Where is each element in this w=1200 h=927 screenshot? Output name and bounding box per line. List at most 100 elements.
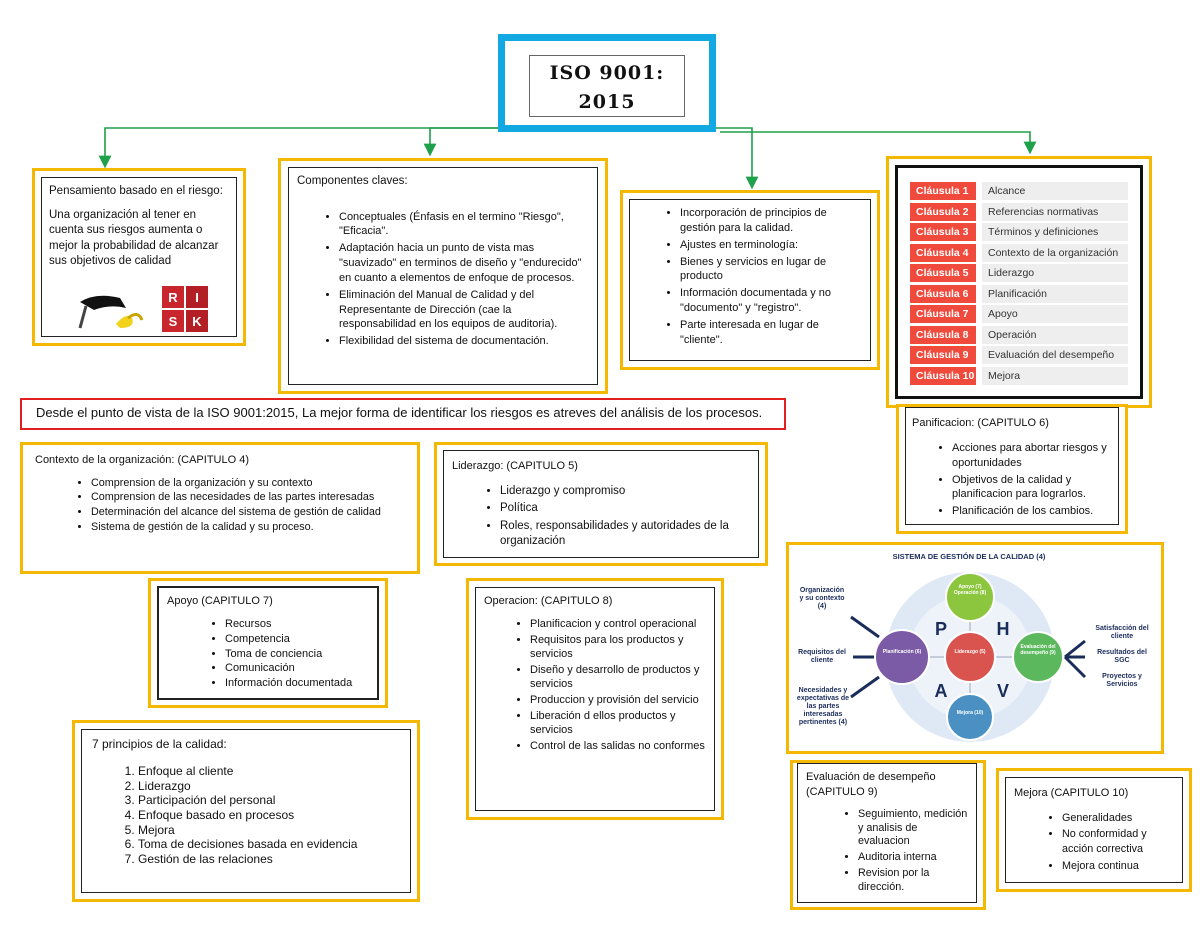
support-inner: Apoyo (CAPITULO 7) Recursos Competencia … <box>157 586 379 700</box>
operation-item: Requisitos para los productos y servicio… <box>530 633 706 661</box>
support-item: Competencia <box>225 632 369 647</box>
planning-item: Acciones para abortar riesgos y oportuni… <box>952 441 1112 471</box>
clause-name: Referencias normativas <box>982 202 1128 221</box>
change-item: Parte interesada en lugar de "cliente". <box>680 318 864 348</box>
support-heading: Apoyo (CAPITULO 7) <box>167 595 273 607</box>
key-components-inner: Componentes claves: Conceptuales (Énfasi… <box>288 167 598 385</box>
clause-name: Contexto de la organización <box>982 243 1128 262</box>
support-item: Recursos <box>225 617 369 632</box>
risk-body: Una organización al tener en cuenta sus … <box>49 208 219 268</box>
risk-letter-r: R <box>168 290 178 305</box>
quality-principles-box: 7 principios de la calidad: Enfoque al c… <box>72 720 420 902</box>
risk-dice-icon: R I S K <box>162 286 208 332</box>
operation-item: Control de las salidas no conformes <box>530 739 706 753</box>
evaluation-item: Seguimiento, medición y analisis de eval… <box>858 808 968 849</box>
clause-name: Evaluación del desempeño <box>982 346 1128 364</box>
planning-box: Panificacion: (CAPITULO 6) Acciones para… <box>896 404 1128 534</box>
clause-tag: Cláusula 1 <box>910 182 976 200</box>
pdca-letter-v: V <box>997 681 1009 701</box>
evaluation-heading: Evaluación de desempeño (CAPITULO 9) <box>806 771 936 798</box>
node-evaluacion <box>1012 631 1064 683</box>
pdca-letter-h: H <box>997 619 1010 639</box>
improvement-item: Mejora continua <box>1062 859 1174 874</box>
clause-tag: Cláusula 3 <box>910 223 976 241</box>
improvement-item: No conformidad y acción correctiva <box>1062 827 1174 856</box>
principle-item: Liderazgo <box>138 779 400 794</box>
operation-item: Produccion y provisión del servicio <box>530 693 706 707</box>
principle-item: Participación del personal <box>138 793 400 808</box>
change-item: Información documentada y no "documento"… <box>680 286 864 316</box>
node-liderazgo <box>944 631 996 683</box>
input-label: Requisitos del cliente <box>798 649 846 665</box>
node-planificacion <box>874 629 930 685</box>
terminology-changes-box: Incorporación de principios de gestión p… <box>620 190 880 370</box>
leadership-box: Liderazgo: (CAPITULO 5) Liderazgo y comp… <box>434 442 768 566</box>
improvement-item: Generalidades <box>1062 811 1174 826</box>
components-heading: Componentes claves: <box>297 175 408 187</box>
clause-tag: Cláusula 9 <box>910 346 976 364</box>
qms-title: SISTEMA DE GESTIÓN DE LA CALIDAD (4) <box>893 552 1046 561</box>
terminology-changes-inner: Incorporación de principios de gestión p… <box>629 199 871 361</box>
input-label: Necesidades y expectativas de las partes… <box>796 687 850 727</box>
context-item: Comprension de las necesidades de las pa… <box>91 490 405 505</box>
leadership-item: Política <box>500 501 750 517</box>
node-label-bottom: Mejora (10) <box>956 710 984 716</box>
risk-letter-k: K <box>192 314 202 329</box>
principles-heading: 7 principios de la calidad: <box>92 737 227 751</box>
node-label-top: Apoyo (7) Operación (8) <box>953 584 987 596</box>
pdca-letter-a: A <box>935 681 948 701</box>
planning-heading: Panificacion: (CAPITULO 6) <box>912 417 1049 429</box>
risk-letter-s: S <box>169 314 178 329</box>
node-label-left: Planificación (6) <box>882 649 922 655</box>
risk-thinking-box: Pensamiento basado en el riesgo: Una org… <box>32 168 246 346</box>
qms-diagram-box: SISTEMA DE GESTIÓN DE LA CALIDAD (4) P H… <box>786 542 1164 754</box>
leadership-heading: Liderazgo: (CAPITULO 5) <box>452 460 578 472</box>
node-mejora <box>946 693 994 741</box>
clause-tag: Cláusula 4 <box>910 243 976 262</box>
evaluation-box: Evaluación de desempeño (CAPITULO 9) Seg… <box>790 760 986 910</box>
support-box: Apoyo (CAPITULO 7) Recursos Competencia … <box>148 578 388 708</box>
evaluation-inner: Evaluación de desempeño (CAPITULO 9) Seg… <box>797 763 977 903</box>
title-box: ISO 9001: 2015 <box>498 34 716 132</box>
support-item: Información documentada <box>225 676 369 691</box>
clause-tag: Cláusula 6 <box>910 284 976 303</box>
title-line-2: 2015 <box>578 91 636 113</box>
operation-box: Operacion: (CAPITULO 8) Planificacion y … <box>466 578 724 820</box>
clause-name: Planificación <box>982 284 1128 303</box>
operation-heading: Operacion: (CAPITULO 8) <box>484 595 613 607</box>
node-label-center: Liderazgo (5) <box>954 649 986 655</box>
clause-name: Liderazgo <box>982 264 1128 282</box>
leadership-inner: Liderazgo: (CAPITULO 5) Liderazgo y comp… <box>443 450 759 558</box>
node-label-right: Evaluación del desempeño (9) <box>1020 644 1056 656</box>
risk-banner: Desde el punto de vista de la ISO 9001:2… <box>20 398 786 430</box>
operation-item: Planificacion y control operacional <box>530 617 706 631</box>
quality-principles-inner: 7 principios de la calidad: Enfoque al c… <box>81 729 411 893</box>
improvement-heading: Mejora (CAPITULO 10) <box>1014 787 1129 799</box>
change-item: Bienes y servicios en lugar de producto <box>680 255 864 285</box>
evaluation-item: Auditoria interna <box>858 851 968 865</box>
change-item: Ajustes en terminología: <box>680 238 864 253</box>
node-apoyo-operacion <box>945 572 995 622</box>
component-item: Adaptación hacia un punto de vista mas "… <box>339 241 589 286</box>
context-item: Comprension de la organización y su cont… <box>91 476 405 491</box>
clause-tag: Cláusula 2 <box>910 202 976 221</box>
improvement-inner: Mejora (CAPITULO 10) Generalidades No co… <box>1005 777 1183 883</box>
improvement-box: Mejora (CAPITULO 10) Generalidades No co… <box>996 768 1192 892</box>
clause-tag: Cláusula 7 <box>910 305 976 323</box>
principle-item: Enfoque al cliente <box>138 764 400 779</box>
output-label: Proyectos y Servicios <box>1102 673 1142 689</box>
principle-item: Mejora <box>138 823 400 838</box>
context-box: Contexto de la organización: (CAPITULO 4… <box>20 442 420 574</box>
principle-item: Enfoque basado en procesos <box>138 808 400 823</box>
support-item: Toma de conciencia <box>225 647 369 662</box>
leadership-item: Liderazgo y compromiso <box>500 484 750 500</box>
component-item: Flexibilidad del sistema de documentació… <box>339 334 589 349</box>
context-item: Sistema de gestión de la calidad y su pr… <box>91 520 405 535</box>
principle-item: Gestión de las relaciones <box>138 852 400 867</box>
clause-tag: Cláusula 5 <box>910 264 976 282</box>
output-label: Satisfacción del cliente <box>1095 625 1149 641</box>
leadership-item: Roles, responsabilidades y autoridades d… <box>500 519 750 550</box>
